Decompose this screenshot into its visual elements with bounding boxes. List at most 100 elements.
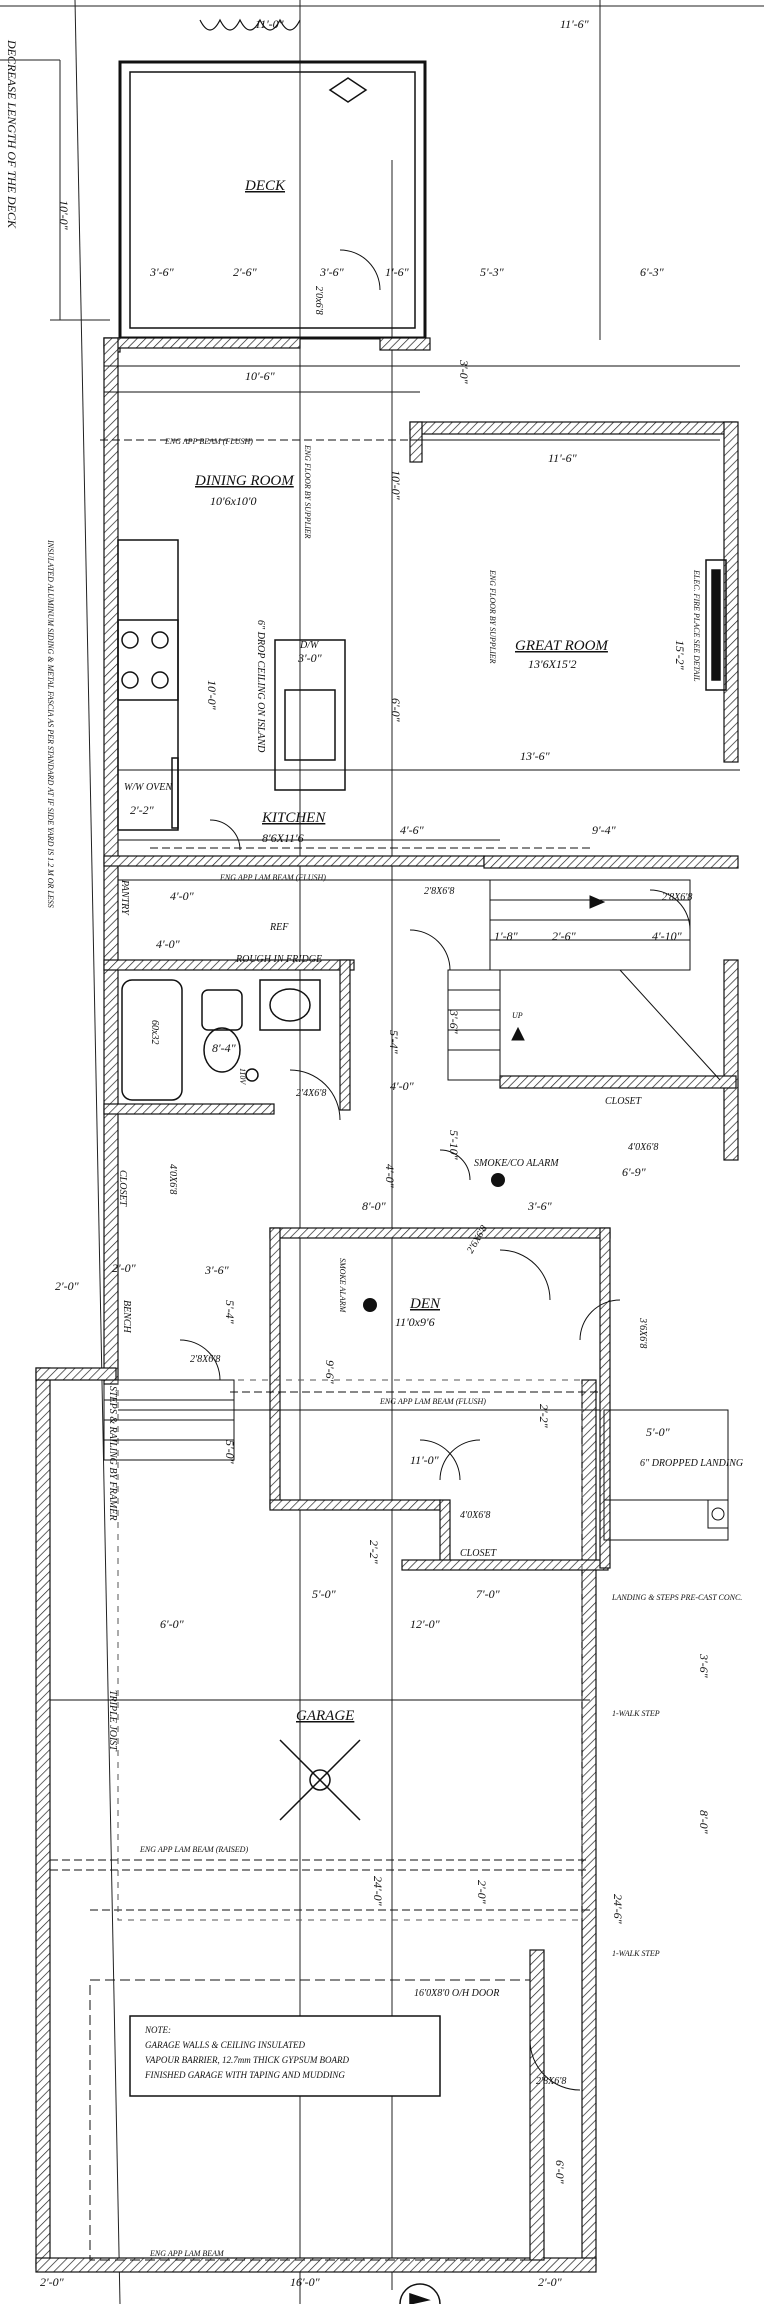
dim-11-6: 11'-6" [548,451,578,465]
note-title: NOTE: [144,2025,171,2035]
dim-6-0c: 6'-0" [553,2160,567,2185]
dim-2-0b: 2'-0" [475,1880,489,1905]
dim-top-right: 11'-6" [560,17,590,31]
deck [118,18,427,340]
exterior-walls [35,337,739,2273]
note-tub-size: 60x32 [149,1020,160,1044]
dim-3-6a: 3'-6" [149,265,175,279]
note-triple-joist: TRIPLE JOIST [107,1690,118,1752]
dim-6-0b: 6'-0" [160,1617,185,1631]
note-ref: REF [269,922,289,933]
room-closet-3: CLOSET [117,1170,128,1208]
note-landing-steps: LANDING & STEPS PRE-CAST CONC. [611,1593,742,1602]
door-basement: 2'8X6'8 [424,886,454,897]
dim-5-3: 5'-3" [480,265,505,279]
note-walk-step-2: 1-WALK STEP [612,1949,660,1958]
note-dw: D/W [299,640,320,651]
fireplace [705,559,727,691]
door-labels: 2'0x6'8 2'8X6'8 2'8X6'8 2'4X6'8 2'8X6'8 … [167,286,692,2087]
note-fireplace: ELEC. FIRE PLACE SEE DETAIL [692,569,701,682]
dim-4-6: 4'-6" [400,823,425,837]
dim-2-6b: 2'-6" [552,929,577,943]
room-dining: DINING ROOM [194,473,295,489]
dim-8-0: 8'-0" [362,1199,387,1213]
note-line-2: VAPOUR BARRIER, 12.7mm THICK GYPSUM BOAR… [145,2055,350,2065]
dim-deck-depth: 10'-0" [57,200,71,231]
note-line-3: FINISHED GARAGE WITH TAPING AND MUDDING [144,2070,345,2080]
dim-5-0a: 5'-0" [223,1440,237,1465]
dim-4-0a: 4'-0" [170,889,195,903]
dim-8-0b: 8'-0" [697,1810,711,1835]
room-den: DEN [409,1296,441,1312]
dim-5-0b: 5'-0" [646,1425,671,1439]
dim-6-9: 6'-9" [622,1165,647,1179]
dim-4-0b: 4'-0" [156,937,181,951]
dim-3-6e: 3'-6" [204,1263,230,1277]
dim-top-left: 11'-0" [255,17,285,31]
dimension-labels: 11'-0" 11'-6" 10'-0" 3'-6" 2'-6" 3'-6" 1… [40,17,711,2289]
bathroom-fixtures [121,979,321,1101]
dim-2-2: 2'-2" [130,803,155,817]
door-side: 2'8X6'8 [662,892,692,903]
note-eng-beam-3: ENG APP LAM BEAM (FLUSH) [379,1397,486,1406]
note-eng-beam-1: ENG APP BEAM (FLUSH) [164,437,253,446]
note-smoke-co: SMOKE/CO ALARM [474,1158,559,1169]
note-siding: INSULATED ALUMINUM SIDING & METAL FASCIA… [46,539,55,908]
dim-16-0: 16'-0" [290,2275,321,2289]
dim-10-0: 10'-0" [389,470,403,501]
note-eng-beam-2: ENG APP LAM BEAM (FLUSH) [219,873,326,882]
door-garage-entry: 2'8X6'8 [190,1354,220,1365]
dim-11-0: 11'-0" [410,1453,440,1467]
door-closet-2: 4'0X6'8 [460,1510,490,1521]
dim-2-0e: 2'-0" [112,1261,137,1275]
room-closet-1: CLOSET [605,1096,643,1107]
note-steps-railing: STEPS & RAILING BY FRAMER [107,1386,118,1520]
note-decrease-deck: DECREASE LENGTH OF THE DECK [5,39,19,229]
dim-3-6b: 3'-6" [319,265,345,279]
garage-steps [103,1379,729,1541]
dim-4-0d: 4'-0" [383,1164,397,1189]
door-swings [179,249,691,2091]
dim-2-0a: 2'-0" [55,1279,80,1293]
room-kitchen-size: 8'6X11'6 [262,831,304,845]
dim-3-6d: 3'-6" [527,1199,553,1213]
room-landing: 6" DROPPED LANDING [640,1458,743,1469]
dim-5-0c: 5'-0" [312,1587,337,1601]
dim-9-6: 9'-6" [323,1360,337,1385]
dim-10-6: 10'-6" [245,369,276,383]
door-front: 3'6X6'8 [637,1317,648,1348]
dim-2-0c: 2'-0" [40,2275,65,2289]
sink-icon [284,689,336,761]
dim-5-10: 5'-10" [447,1130,461,1161]
annotations: DECREASE LENGTH OF THE DECK ENG FLOOR BY… [5,39,742,2258]
note-110v: 110V [238,1068,247,1085]
dim-3-6c: 3'-6" [447,1009,461,1035]
ceiling-light-icon [279,1739,361,1821]
vanity-sink-icon [269,988,311,1022]
door-deck: 2'0x6'8 [313,286,324,315]
room-kitchen: KITCHEN [261,810,326,826]
room-garage: GARAGE [296,1708,354,1724]
bathtub-icon [121,979,183,1101]
dim-6-0a: 6'-0" [389,698,403,723]
dim-13-6: 13'-6" [520,749,551,763]
note-eng-beam-5: ENG APP LAM BEAM [149,2249,225,2258]
dim-6-3: 6'-3" [640,265,665,279]
note-smoke-alarm: SMOKE ALARM [338,1258,347,1314]
note-drop-ceiling: 6" DROP CEILING ON ISLAND [255,620,266,753]
dim-4-10: 4'-10" [652,929,683,943]
note-eng-beam-4: ENG APP LAM BEAM (RAISED) [139,1845,248,1854]
dim-10-0b: 10'-0" [205,680,219,711]
door-bath: 2'4X6'8 [296,1088,326,1099]
door-closet-1: 4'0X6'8 [628,1142,658,1153]
smoke-alarm-icon [363,1298,377,1312]
interior-lines [50,365,740,2261]
dim-2-2b: 2'-2" [537,1404,551,1429]
kitchen-counter [117,539,346,831]
dim-5-4b: 5'-4" [223,1300,237,1325]
room-deck: DECK [244,178,286,194]
room-labels: DECK DINING ROOM 10'6x10'0 GREAT ROOM 13… [117,178,743,1724]
dim-1-6: 1'-6" [385,265,410,279]
note-eng-floor-2: ENG FLOOR BY SUPPLIER [488,569,497,664]
dim-3-0b: 3'-0" [297,651,323,665]
